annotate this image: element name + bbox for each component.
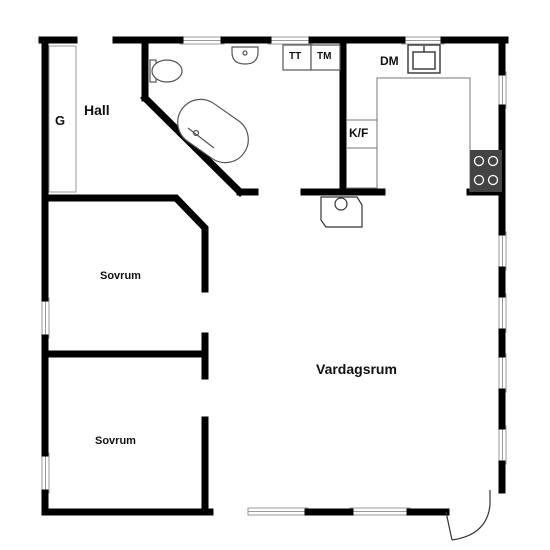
appliance-label-dishwasher: DM bbox=[380, 54, 399, 68]
room-label-bedroom-top: Sovrum bbox=[100, 270, 141, 282]
window-bedroom-top-left bbox=[41, 297, 50, 339]
window-kitchen-top bbox=[401, 36, 445, 45]
window-living-bottom-1 bbox=[247, 507, 309, 516]
window-living-right-4 bbox=[498, 425, 507, 465]
window-bedroom-bottom-left bbox=[41, 452, 50, 494]
appliance-label-fridge-freezer: K/F bbox=[349, 126, 369, 140]
bathtub-icon bbox=[177, 98, 249, 164]
fireplace-icon bbox=[320, 196, 363, 228]
window-bath-top-2 bbox=[267, 36, 313, 45]
toilet-icon bbox=[149, 59, 183, 83]
bathroom-sink-icon bbox=[231, 46, 259, 65]
washing-machine bbox=[310, 44, 341, 71]
entrance-door-icon bbox=[445, 490, 491, 541]
kitchen-counter bbox=[347, 77, 471, 192]
room-label-garderob: G bbox=[55, 113, 66, 128]
wardrobe bbox=[48, 45, 77, 193]
kitchen-sink-icon bbox=[407, 44, 441, 74]
room-label-bedroom-bottom: Sovrum bbox=[95, 435, 136, 447]
room-label-hall: Hall bbox=[84, 102, 110, 118]
window-living-right-3 bbox=[498, 353, 507, 393]
window-living-right-2 bbox=[498, 293, 507, 333]
window-bath-top bbox=[179, 36, 225, 45]
room-label-living-room: Vardagsrum bbox=[316, 361, 397, 377]
wall-bedroom-top bbox=[44, 194, 209, 293]
window-living-right-1 bbox=[498, 231, 507, 271]
window-kitchen-right bbox=[498, 71, 507, 109]
window-living-bottom-2 bbox=[349, 507, 411, 516]
stove-icon bbox=[470, 150, 502, 192]
appliance-label-washing-machine: TM bbox=[317, 51, 332, 62]
tumble-dryer bbox=[282, 44, 312, 71]
appliance-label-tumble-dryer: TT bbox=[289, 51, 302, 62]
